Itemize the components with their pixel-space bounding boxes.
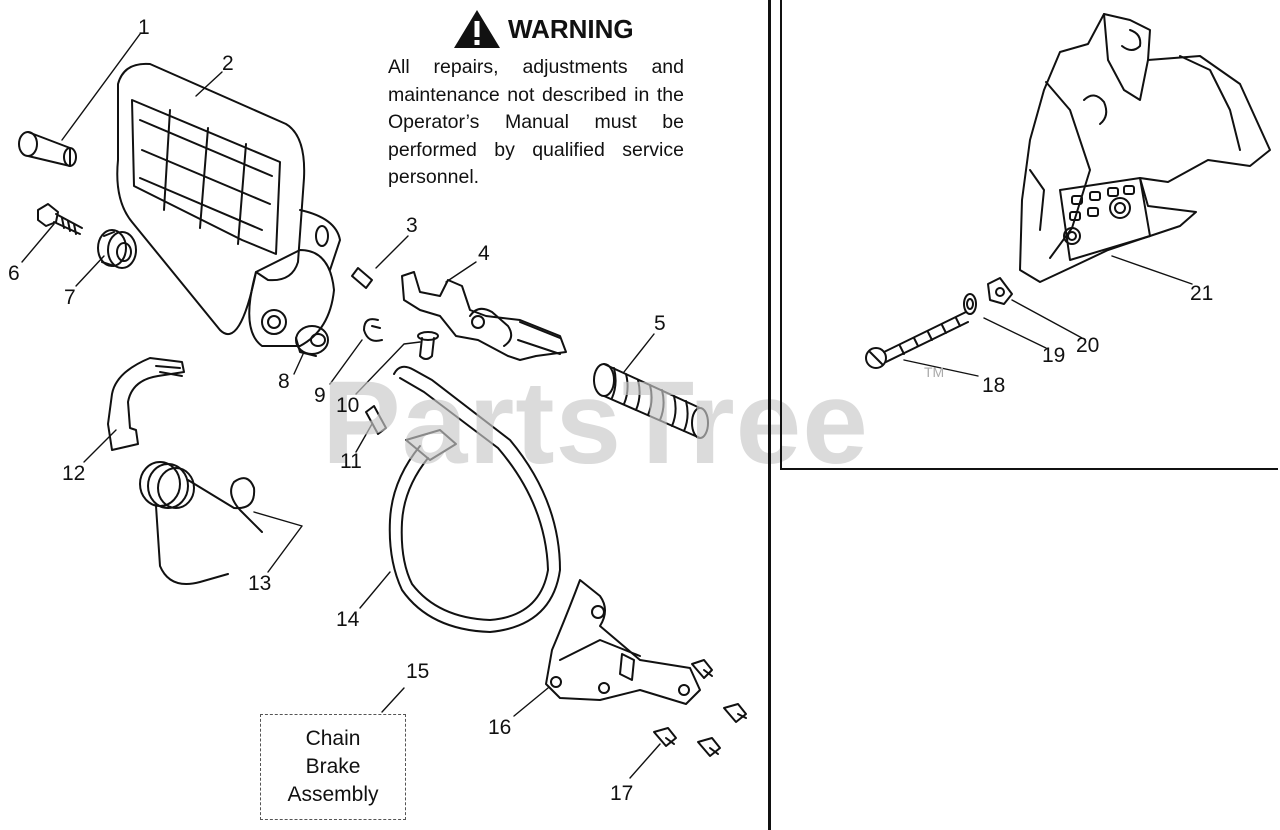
callout-11: 11 (340, 450, 362, 473)
part-2-handle (116, 62, 341, 347)
callout-4: 4 (478, 242, 490, 265)
callout-2: 2 (222, 52, 234, 75)
caption-line-2: Brake (305, 755, 361, 778)
part-18-screw (865, 311, 969, 369)
inset-panel (780, 0, 1278, 470)
part-4-lever (401, 271, 567, 361)
callout-8: 8 (278, 370, 290, 393)
trademark-symbol: TM (924, 364, 945, 380)
callout-16: 16 (488, 716, 512, 739)
warning-triangle-icon (454, 10, 500, 48)
part-13-spring (139, 461, 263, 585)
callout-12: 12 (62, 462, 86, 485)
panel-divider (768, 0, 771, 830)
leader-lines (21, 33, 1193, 779)
part-16-plate (545, 579, 701, 705)
callout-6: 6 (8, 262, 20, 285)
chain-brake-assembly-caption: Chain Brake Assembly (260, 714, 406, 820)
part-8-bushing (295, 325, 329, 357)
part-11-pin (365, 405, 387, 435)
callout-3: 3 (406, 214, 418, 237)
part-10-rivet (417, 331, 439, 360)
callout-17: 17 (610, 782, 634, 805)
part-9-clip (363, 318, 383, 342)
caption-line-1: Chain (305, 727, 361, 750)
part-21-cover (1019, 13, 1271, 283)
part-5-spring (593, 363, 709, 439)
watermark: PartsTree (322, 357, 869, 489)
part-3-pin (351, 267, 373, 289)
callout-13: 13 (248, 572, 272, 595)
callout-20: 20 (1076, 334, 1100, 357)
part-12-bracket (107, 357, 185, 451)
callout-14: 14 (336, 608, 360, 631)
callout-9: 9 (314, 384, 326, 407)
callout-7: 7 (64, 286, 76, 309)
part-1-pin (18, 131, 77, 167)
callout-21: 21 (1190, 282, 1214, 305)
callout-5: 5 (654, 312, 666, 335)
part-17-screws (653, 659, 747, 757)
part-7-nut (97, 229, 137, 269)
part-19-washer (963, 293, 977, 315)
part-14-band (388, 365, 561, 633)
callout-10: 10 (336, 394, 360, 417)
warning-title: WARNING (508, 13, 634, 44)
callout-18: 18 (982, 374, 1006, 397)
warning-heading: WARNING (452, 8, 634, 50)
part-20-plate (987, 277, 1013, 305)
callout-15: 15 (406, 660, 430, 683)
warning-text: All repairs, adjustments and maintenance… (388, 56, 684, 188)
caption-line-3: Assembly (287, 783, 379, 806)
callout-19: 19 (1042, 344, 1066, 367)
callout-1: 1 (138, 16, 150, 39)
part-6-screw (37, 203, 83, 235)
